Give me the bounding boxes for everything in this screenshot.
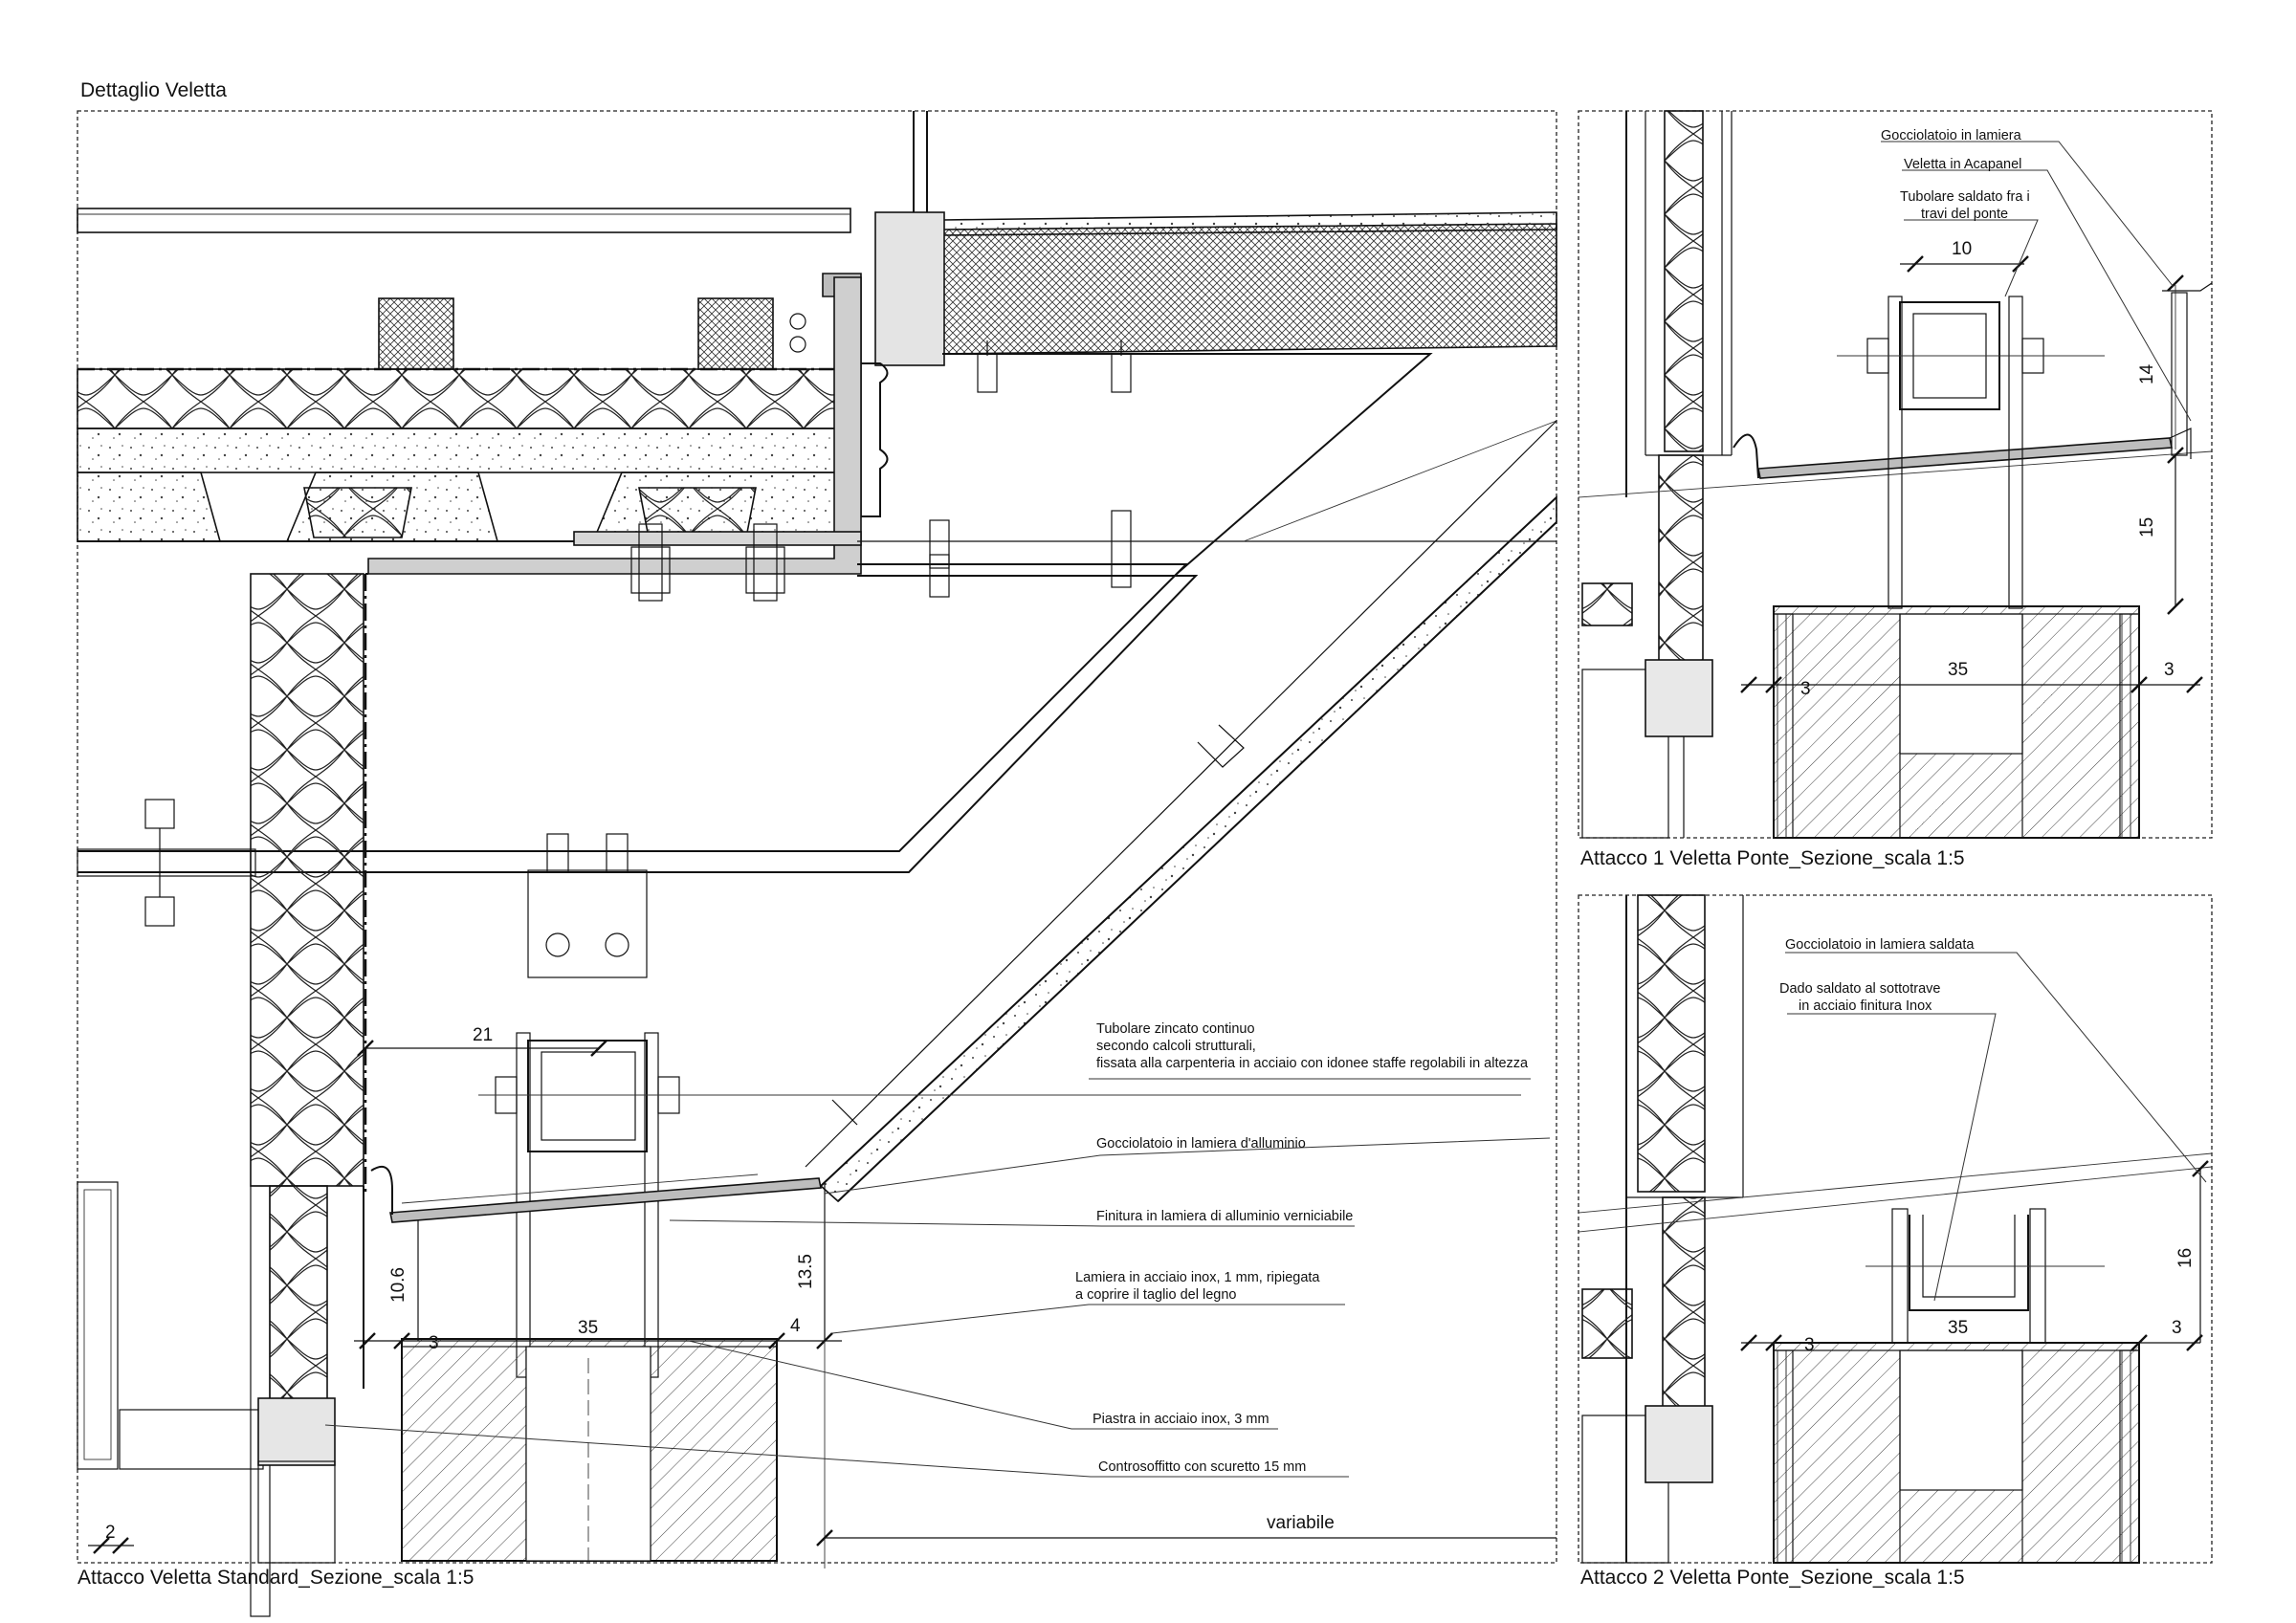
dim-2: 2 [105, 1523, 116, 1543]
a1-note-veletta: Veletta in Acapanel [1904, 157, 2021, 172]
note-piastra: Piastra in acciaio inox, 3 mm [1093, 1412, 1269, 1427]
panel-standard-frame [77, 110, 1557, 1564]
panel-standard-title: Attacco Veletta Standard_Sezione_scala 1… [77, 1567, 474, 1589]
note-tubolare-3: fissata alla carpenteria in acciaio con … [1096, 1056, 1529, 1071]
note-tubolare-2: secondo calcoli strutturali, [1096, 1039, 1256, 1054]
note-lamiera-2: a coprire il taglio del legno [1075, 1287, 1236, 1303]
a2-note-dado-2: in acciaio finitura Inox [1799, 998, 1932, 1014]
a1-dim-3b: 3 [2164, 660, 2175, 680]
panel-attacco-1-title: Attacco 1 Veletta Ponte_Sezione_scala 1:… [1580, 847, 1965, 869]
note-controsoffitto: Controsoffitto con scuretto 15 mm [1098, 1459, 1306, 1475]
a1-dim-14: 14 [2137, 363, 2157, 384]
a1-dim-3a: 3 [1800, 679, 1811, 699]
sheet-title: Dettaglio Veletta [80, 79, 227, 101]
dim-10-6: 10.6 [388, 1267, 408, 1303]
panel-attacco-2-title: Attacco 2 Veletta Ponte_Sezione_scala 1:… [1580, 1567, 1965, 1589]
a2-dim-3b: 3 [2172, 1318, 2182, 1338]
panel-attacco-2: 35 3 3 16 Gocciolatoio in lamiera saldat… [1578, 894, 2213, 1589]
a1-note-tubolare-1: Tubolare saldato fra i [1900, 189, 2030, 205]
a2-dim-3a: 3 [1804, 1335, 1815, 1355]
note-tubolare-1: Tubolare zincato continuo [1096, 1021, 1255, 1037]
a1-dim-15: 15 [2137, 517, 2157, 537]
dim-21: 21 [473, 1025, 493, 1045]
dim-13-5: 13.5 [796, 1254, 816, 1289]
a2-note-dado-1: Dado saldato al sottotrave [1779, 981, 1940, 997]
a1-dim-35: 35 [1948, 660, 1968, 680]
dim-4: 4 [790, 1316, 801, 1336]
dim-35: 35 [578, 1318, 598, 1338]
a1-dim-10: 10 [1952, 239, 1972, 259]
panel-standard: 21 35 3 4 variabile 2 10.6 13.5 Tubolare… [77, 110, 1557, 1617]
dim-variabile: variabile [1267, 1513, 1335, 1533]
a1-note-gocciolatoio: Gocciolatoio in lamiera [1881, 128, 2022, 143]
a2-note-gocciolatoio: Gocciolatoio in lamiera saldata [1785, 937, 1975, 953]
dim-3: 3 [429, 1333, 439, 1353]
note-lamiera-1: Lamiera in acciaio inox, 1 mm, ripiegata [1075, 1270, 1320, 1285]
note-gocciolatoio: Gocciolatoio in lamiera d'alluminio [1096, 1136, 1306, 1151]
a1-note-tubolare-2: travi del ponte [1921, 207, 2008, 222]
a2-dim-35: 35 [1948, 1318, 1968, 1338]
a2-dim-16: 16 [2175, 1248, 2196, 1268]
panel-attacco-1: 10 35 3 3 14 15 Gocciolatoio in lamiera … [1578, 110, 2213, 869]
note-finitura: Finitura in lamiera di alluminio vernici… [1096, 1209, 1353, 1224]
